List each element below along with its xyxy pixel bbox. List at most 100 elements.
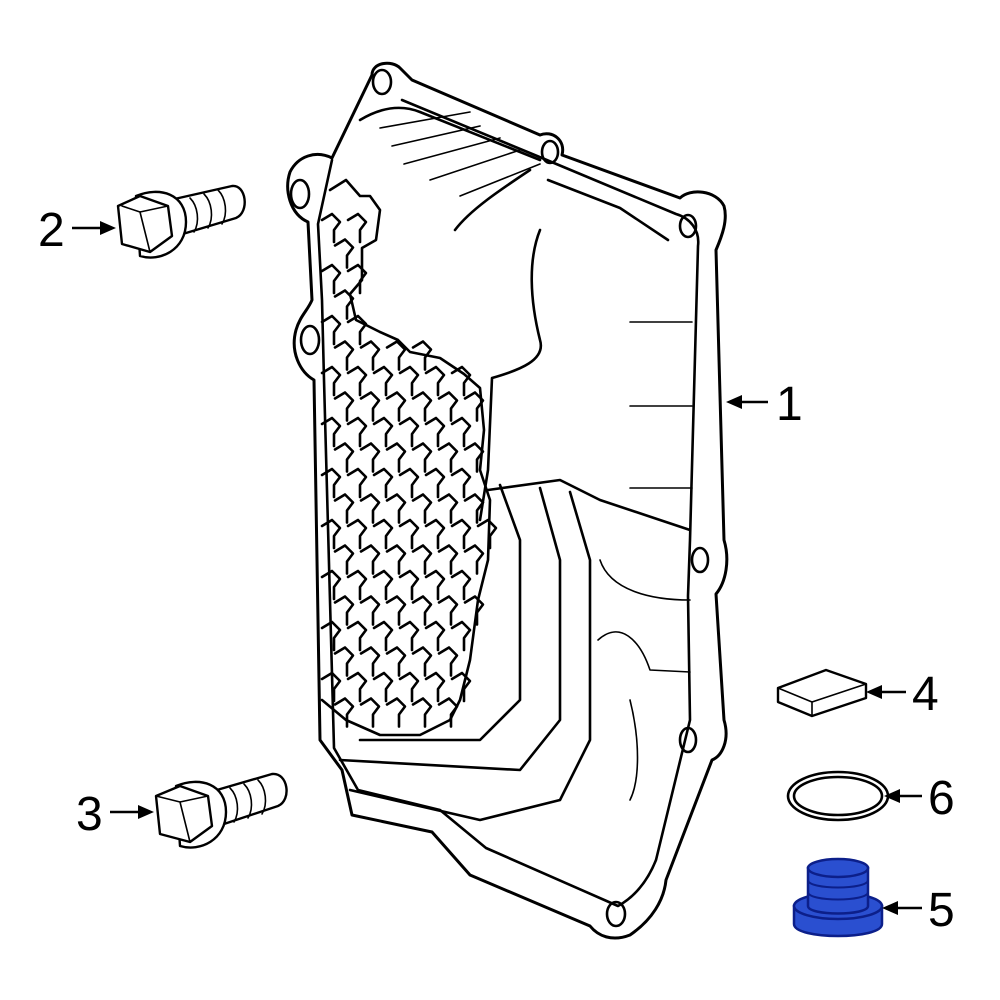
waffle-cell bbox=[359, 340, 381, 371]
waffle-cell bbox=[398, 467, 420, 499]
waffle-cell bbox=[385, 595, 407, 626]
waffle-cell bbox=[450, 416, 472, 448]
waffle-cell bbox=[424, 365, 446, 397]
waffle-cell bbox=[320, 365, 342, 397]
waffle-cell bbox=[385, 340, 407, 371]
waffle-cell bbox=[333, 238, 355, 269]
waffle-cell bbox=[463, 544, 485, 575]
waffle-cell bbox=[398, 518, 420, 550]
waffle-cell bbox=[346, 212, 368, 244]
waffle-cell bbox=[372, 569, 394, 601]
callout-5: 5 bbox=[882, 884, 955, 937]
waffle-cell bbox=[424, 467, 446, 499]
waffle-cell bbox=[385, 493, 407, 524]
waffle-cell bbox=[463, 493, 485, 524]
pan-bolt-icon-upper[interactable] bbox=[116, 184, 246, 259]
waffle-cell bbox=[372, 467, 394, 499]
magnet-icon[interactable] bbox=[776, 668, 868, 718]
drain-plug-icon[interactable] bbox=[792, 857, 884, 938]
waffle-cell bbox=[437, 391, 459, 422]
waffle-cell bbox=[385, 697, 407, 728]
waffle-cell bbox=[372, 518, 394, 550]
callout-4: 4 bbox=[866, 668, 939, 721]
waffle-cell bbox=[437, 646, 459, 677]
waffle-cell bbox=[359, 442, 381, 473]
waffle-cell bbox=[411, 493, 433, 524]
waffle-cell bbox=[320, 620, 342, 652]
waffle-cell bbox=[372, 416, 394, 448]
waffle-cell bbox=[385, 646, 407, 677]
waffle-cell bbox=[437, 544, 459, 575]
waffle-cell bbox=[450, 467, 472, 499]
waffle-cell bbox=[424, 416, 446, 448]
waffle-cell bbox=[411, 697, 433, 728]
waffle-cell bbox=[424, 569, 446, 601]
waffle-cell bbox=[411, 391, 433, 422]
waffle-cell bbox=[359, 595, 381, 626]
waffle-cell bbox=[346, 569, 368, 601]
waffle-cell bbox=[346, 467, 368, 499]
waffle-cell bbox=[398, 620, 420, 652]
transmission-pan-icon[interactable] bbox=[286, 61, 729, 940]
waffle-cell bbox=[385, 391, 407, 422]
waffle-cell bbox=[333, 595, 355, 626]
waffle-cell bbox=[450, 569, 472, 601]
waffle-cell bbox=[320, 314, 342, 346]
waffle-cell bbox=[359, 391, 381, 422]
waffle-cell bbox=[333, 697, 355, 728]
waffle-cell bbox=[476, 518, 498, 550]
waffle-cell bbox=[398, 569, 420, 601]
waffle-cell bbox=[359, 493, 381, 524]
callout-label-2: 2 bbox=[38, 204, 65, 257]
waffle-reinforcement bbox=[320, 212, 498, 728]
waffle-cell bbox=[320, 569, 342, 601]
waffle-cell bbox=[437, 493, 459, 524]
waffle-cell bbox=[333, 544, 355, 575]
waffle-cell bbox=[450, 620, 472, 652]
callout-label-6: 6 bbox=[928, 772, 955, 825]
waffle-cell bbox=[320, 467, 342, 499]
waffle-cell bbox=[437, 442, 459, 473]
waffle-cell bbox=[346, 314, 368, 346]
callout-label-5: 5 bbox=[928, 884, 955, 937]
pan-bolt-icon-lower[interactable] bbox=[154, 772, 288, 849]
waffle-cell bbox=[359, 646, 381, 677]
waffle-cell bbox=[411, 646, 433, 677]
waffle-cell bbox=[424, 620, 446, 652]
waffle-cell bbox=[463, 442, 485, 473]
gasket-ring-icon[interactable] bbox=[786, 770, 890, 822]
waffle-cell bbox=[411, 595, 433, 626]
waffle-cell bbox=[333, 646, 355, 677]
waffle-cell bbox=[320, 518, 342, 550]
waffle-cell bbox=[320, 212, 342, 244]
waffle-cell bbox=[463, 391, 485, 422]
waffle-cell bbox=[398, 671, 420, 703]
waffle-cell bbox=[411, 340, 433, 371]
waffle-cell bbox=[346, 416, 368, 448]
waffle-cell bbox=[346, 620, 368, 652]
waffle-cell bbox=[437, 595, 459, 626]
waffle-cell bbox=[346, 671, 368, 703]
waffle-cell bbox=[320, 671, 342, 703]
waffle-cell bbox=[437, 697, 459, 728]
waffle-cell bbox=[424, 671, 446, 703]
waffle-cell bbox=[346, 518, 368, 550]
waffle-cell bbox=[346, 365, 368, 397]
waffle-cell bbox=[385, 442, 407, 473]
waffle-cell bbox=[346, 263, 368, 295]
waffle-cell bbox=[450, 518, 472, 550]
callout-1: 1 bbox=[726, 378, 803, 431]
waffle-cell bbox=[372, 365, 394, 397]
waffle-cell bbox=[411, 544, 433, 575]
waffle-cell bbox=[450, 365, 472, 397]
callout-label-3: 3 bbox=[76, 788, 103, 841]
waffle-cell bbox=[359, 697, 381, 728]
waffle-cell bbox=[333, 340, 355, 371]
waffle-cell bbox=[333, 289, 355, 320]
waffle-cell bbox=[333, 391, 355, 422]
callout-label-1: 1 bbox=[776, 378, 803, 431]
callout-6: 6 bbox=[884, 772, 955, 825]
callout-label-4: 4 bbox=[912, 668, 939, 721]
callout-3: 3 bbox=[76, 788, 154, 841]
waffle-cell bbox=[372, 620, 394, 652]
